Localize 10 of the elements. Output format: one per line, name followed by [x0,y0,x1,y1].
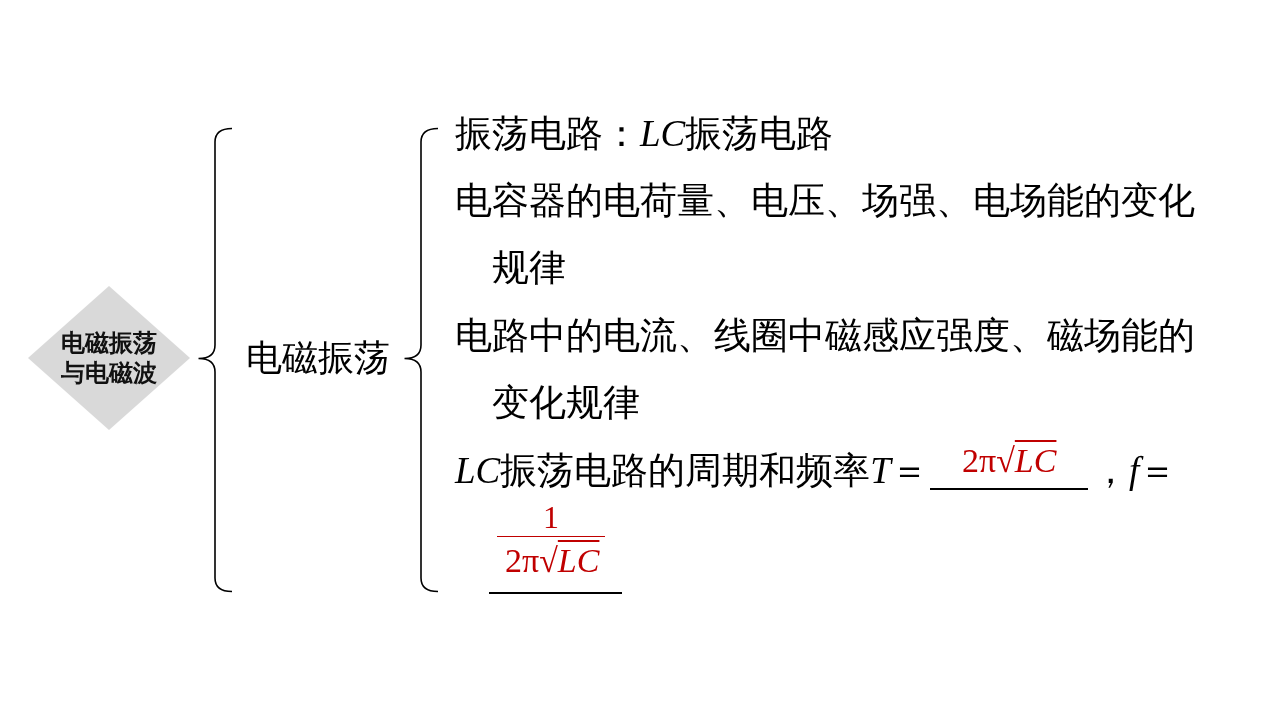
node-label: 电磁振荡与电磁波 [60,328,158,388]
answer-text: 2π√LC [962,440,1057,480]
branch-label: 电磁振荡 [246,336,390,380]
list-item-text: 电容器的电荷量、电压、场强、电场能的变化规律 [455,178,1196,290]
list-item-text: 振荡电路：LC振荡电路 [455,111,835,156]
fraction-numerator: 1 [543,498,559,536]
question-text: ，f＝ [1092,448,1177,493]
answer-text: 2π√LC [505,540,600,580]
topic-diamond [28,286,190,430]
question-text: LC振荡电路的周期和频率T＝ [455,448,928,493]
